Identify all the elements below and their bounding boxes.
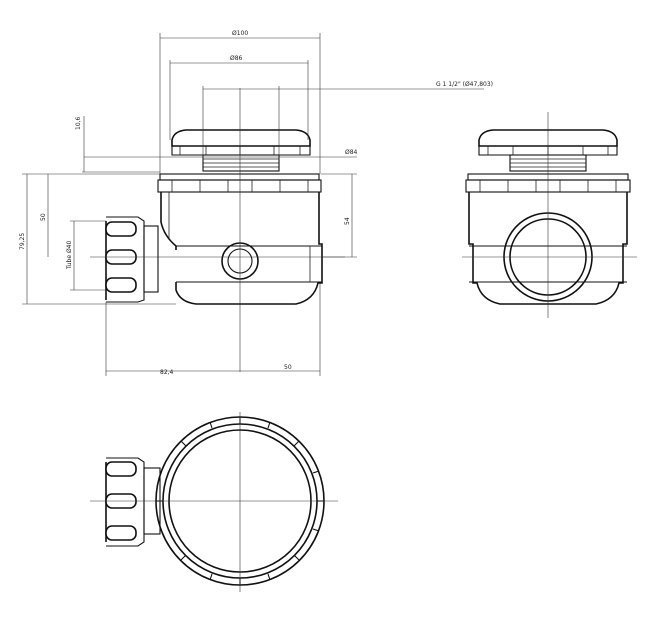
- dim-d86: Ø86: [230, 55, 243, 62]
- dim-thread: G 1 1/2" (Ø47,803): [436, 81, 493, 88]
- dim-tube: Tube Ø40: [66, 240, 73, 270]
- dim-h10-6: 10,6: [75, 116, 82, 130]
- side-view: [462, 112, 637, 318]
- dim-h54: 54: [344, 217, 351, 225]
- dim-d84: Ø84: [345, 149, 358, 156]
- dim-w82-4: 82,4: [160, 369, 174, 376]
- front-view: Ø100 Ø86 G 1 1/2" (Ø47,803) Ø84 10,6 79,…: [19, 30, 493, 376]
- dim-d100: Ø100: [232, 30, 248, 37]
- top-view: [90, 412, 338, 592]
- dim-h79-25: 79,25: [19, 233, 26, 250]
- dim-h50: 50: [40, 213, 47, 221]
- dim-w50: 50: [284, 364, 292, 371]
